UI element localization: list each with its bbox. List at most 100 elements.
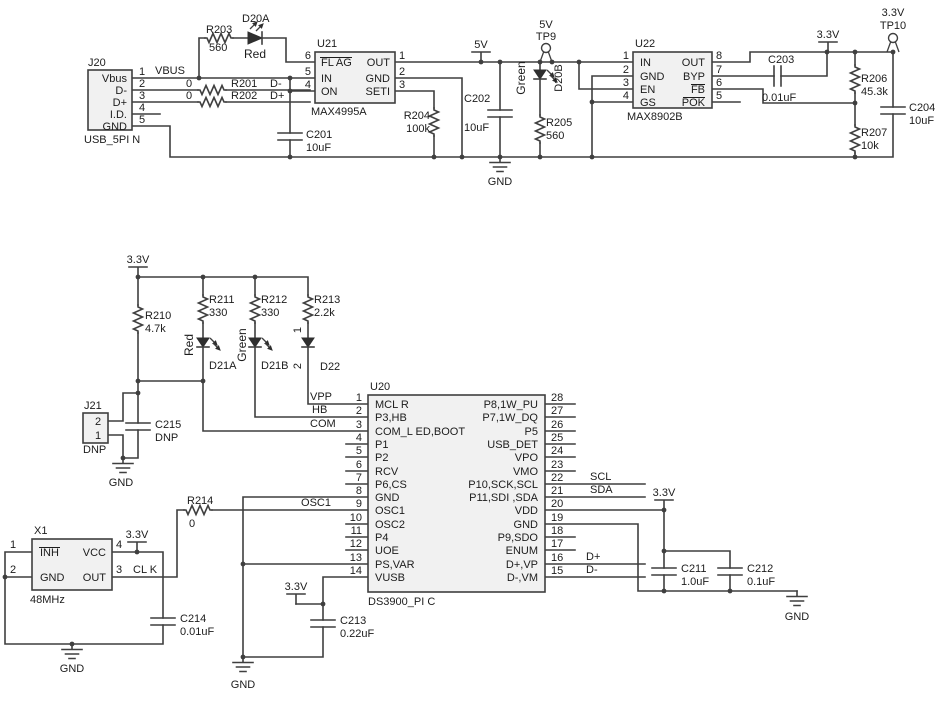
net-label-dplus: D+: [270, 90, 284, 102]
c204-value: 10uF: [909, 115, 934, 127]
u20-pin-label: VMO: [513, 466, 539, 478]
d22-pin-number: 1: [292, 327, 304, 333]
r206-value: 45.3k: [861, 86, 888, 98]
u20-pin-label: OSC2: [375, 519, 405, 531]
u21-pin-label: IN: [321, 73, 332, 85]
led-d20a-symbol: [247, 21, 264, 45]
tp9-net-label: 5V: [539, 19, 553, 31]
u20-pin-number: 16: [551, 552, 563, 564]
c215-value: DNP: [155, 432, 178, 444]
j20-pin-number: 4: [139, 102, 145, 114]
u20-pin-number: 3: [356, 419, 362, 431]
u22-pin-number: 2: [623, 64, 629, 76]
u20-pin-number: 21: [551, 485, 563, 497]
net-label-clk: CL K: [133, 564, 158, 576]
u20-pin-number: 9: [356, 498, 362, 510]
u20-pin-label: P3,HB: [375, 412, 407, 424]
r214-ref: R214: [187, 495, 213, 507]
u20-pin-number: 10: [350, 512, 362, 524]
u20-pin-number: 13: [350, 552, 362, 564]
u20-pin-number: 20: [551, 498, 563, 510]
u20-pin-label: ENUM: [506, 545, 538, 557]
d20a-ref: D20A: [242, 13, 270, 25]
tp9-ref: TP9: [536, 31, 556, 43]
u20-pin-number: 18: [551, 525, 563, 537]
u21-pin-number: 5: [305, 66, 311, 78]
u22-pin-label: EN: [640, 84, 655, 96]
u22-pin-number: 4: [623, 90, 629, 102]
u20-pin-number: 6: [356, 459, 362, 471]
r211-value: 330: [209, 307, 227, 319]
u20-pin-number: 24: [551, 445, 563, 457]
d21b-ref: D21B: [261, 360, 289, 372]
u21-part-number: MAX4995A: [311, 106, 367, 118]
d22-pin-number: 2: [292, 363, 304, 369]
c203-value: 0.01uF: [762, 92, 797, 104]
u22-pin-label: POK: [682, 97, 706, 109]
r207-value: 10k: [861, 140, 879, 152]
j20-footer-label: USB_5PI N: [84, 134, 140, 146]
r211-ref: R211: [209, 294, 234, 306]
u20-pin-number: 5: [356, 445, 362, 457]
u20-pin-label: D-,VM: [507, 572, 538, 584]
u22-ref: U22: [635, 38, 655, 50]
gnd-label: GND: [60, 663, 85, 675]
j20-pin-number: 2: [139, 78, 145, 90]
r202-ref: R202: [231, 90, 257, 102]
u20-pin-label: VPO: [515, 452, 539, 464]
u21-pin-label: ON: [321, 86, 338, 98]
u20-pin-label: P7,1W_DQ: [482, 412, 538, 424]
d22-ref: D22: [320, 361, 340, 373]
r202-value: 0: [186, 90, 192, 102]
u22-pin-number: 7: [716, 64, 722, 76]
r214-value: 0: [189, 518, 195, 530]
u20-pin-number: 23: [551, 459, 563, 471]
u20-pin-label: P4: [375, 532, 388, 544]
u22-pin-label: GS: [640, 97, 656, 109]
r201-ref: R201: [231, 78, 257, 90]
u21-pin-label: FL AG: [321, 57, 352, 69]
u21-pin-number: 6: [305, 50, 311, 62]
u20-pin-label: P5: [525, 426, 538, 438]
j20-pin-label: D-: [115, 85, 127, 97]
u22-pin-label: FB: [691, 84, 705, 96]
ic-u22: [632, 51, 713, 109]
u21-pin-label: OUT: [367, 57, 391, 69]
r210-ref: R210: [145, 310, 171, 322]
u20-pin-label: P8,1W_PU: [484, 399, 538, 411]
r213-ref: R213: [314, 294, 340, 306]
u20-pin-label: USB_DET: [487, 439, 538, 451]
u20-pin-number: 19: [551, 512, 563, 524]
d20a-color-label: Red: [244, 47, 266, 61]
c201-value: 10uF: [306, 142, 331, 154]
x1-pin-number: 4: [116, 539, 122, 551]
net-label-3v3: 3.3V: [653, 487, 676, 499]
d21a-ref: D21A: [209, 360, 237, 372]
u20-pin-number: 7: [356, 472, 362, 484]
u20-pin-label: VUSB: [375, 572, 405, 584]
c215-ref: C215: [155, 419, 181, 431]
u20-pin-label: P9,SDO: [498, 532, 539, 544]
connector-j21: [82, 412, 109, 444]
net-label-dplus: D+: [586, 551, 600, 563]
u20-pin-number: 11: [351, 525, 362, 537]
r210-value: 4.7k: [145, 323, 166, 335]
tp10-ref: TP10: [880, 20, 906, 32]
c203-ref: C203: [768, 54, 794, 66]
j21-pin-number: 1: [95, 430, 101, 442]
d21a-color-label: Red: [182, 334, 196, 356]
u22-pin-label: OUT: [682, 57, 706, 69]
u21-pin-number: 2: [399, 66, 405, 78]
c214-value: 0.01uF: [180, 626, 215, 638]
u20-pin-number: 15: [551, 565, 563, 577]
net-label-vpp: VPP: [310, 391, 332, 403]
r201-value: 0: [186, 78, 192, 90]
u22-pin-number: 8: [716, 50, 722, 62]
x1-pin-label: INH: [40, 547, 59, 559]
ic-u20: [367, 394, 546, 593]
j20-pin-number: 3: [139, 90, 145, 102]
u21-pin-number: 4: [305, 79, 311, 91]
c212-value: 0.1uF: [747, 576, 775, 588]
x1-pin-number: 3: [116, 564, 122, 576]
r203-value: 560: [209, 42, 227, 54]
